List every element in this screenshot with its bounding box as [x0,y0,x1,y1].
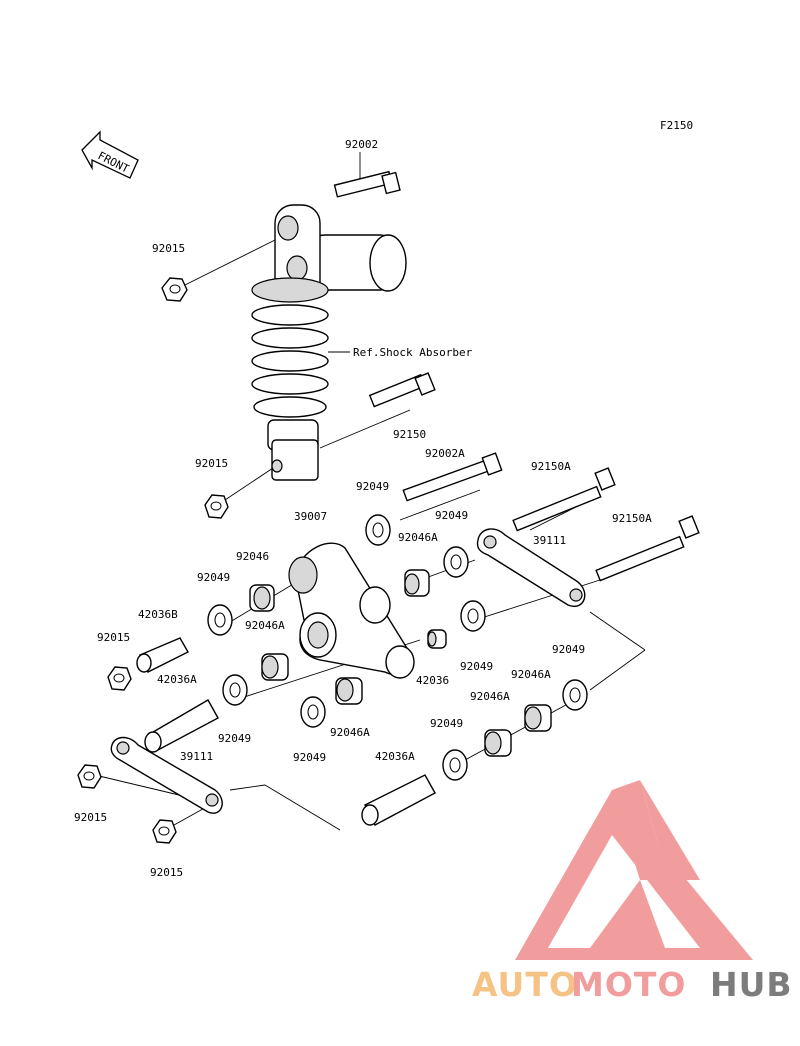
automotohub-logo: AUTO MOTO HUB [472,780,793,1004]
bolt-92150 [368,372,436,408]
label-42036a-bottom: 42036A [375,750,415,763]
nut-92015-lower-shock [204,494,229,519]
nut-92015-upper [161,277,188,302]
collar-42036 [427,629,447,649]
label-92049-top: 92049 [356,480,389,493]
label-92015-left-mid: 92015 [97,631,130,644]
bolt-92002a [402,452,503,502]
label-92150a-2: 92150A [612,512,652,525]
label-39111-left: 39111 [180,750,213,763]
label-92002: 92002 [345,138,378,151]
label-92015-bottom-left: 92015 [74,811,107,824]
washers-92049 [207,514,588,781]
label-92049-right: 92049 [552,643,585,656]
front-arrow-icon: FRONT [81,130,139,179]
logo-text-auto: AUTO [472,965,578,1004]
logo-text-hub: HUB [710,965,793,1004]
label-92150a: 92150A [531,460,571,473]
label-92015-upper: 92015 [152,242,185,255]
nut-92015-bottom [152,819,177,844]
bolt-92002 [333,170,401,198]
label-92046a-center: 92046A [398,531,438,544]
rocker-arm-39007 [288,542,415,679]
figure-code: F2150 [660,119,693,132]
label-42036a-left: 42036A [157,673,197,686]
bolts-92150a [512,467,700,582]
logo-text-moto: MOTO [571,965,686,1004]
label-92049-lower-center: 92049 [293,751,326,764]
label-92150: 92150 [393,428,426,441]
label-92015-lower-shock: 92015 [195,457,228,470]
label-92046a-right: 92046A [511,668,551,681]
shock-absorber [251,204,407,481]
label-92046: 92046 [236,550,269,563]
part-labels: 92002 92015 Ref.Shock Absorber 92150 920… [74,138,652,879]
label-42036: 42036 [416,674,449,687]
collars [136,637,436,826]
label-92046a-left: 92046A [245,619,285,632]
label-ref-shock-absorber: Ref.Shock Absorber [353,346,473,359]
label-92049-lower-left: 92049 [218,732,251,745]
nut-92015-left-mid [107,666,132,691]
label-92046a-right2: 92046A [470,690,510,703]
label-92049-right-low: 92049 [430,717,463,730]
label-92049-center-top: 92049 [435,509,468,522]
label-92015-bottom: 92015 [150,866,183,879]
nut-92015-bottom-left [77,764,102,789]
label-42036b: 42036B [138,608,178,621]
label-39111-right: 39111 [533,534,566,547]
tie-rod-39111-right [476,528,586,608]
label-92046a-lower: 92046A [330,726,370,739]
label-92049-left: 92049 [197,571,230,584]
label-92002a: 92002A [425,447,465,460]
label-39007: 39007 [294,510,327,523]
needle-bearings [249,569,552,757]
label-92049-center-right: 92049 [460,660,493,673]
tie-rod-39111-left [110,736,223,814]
